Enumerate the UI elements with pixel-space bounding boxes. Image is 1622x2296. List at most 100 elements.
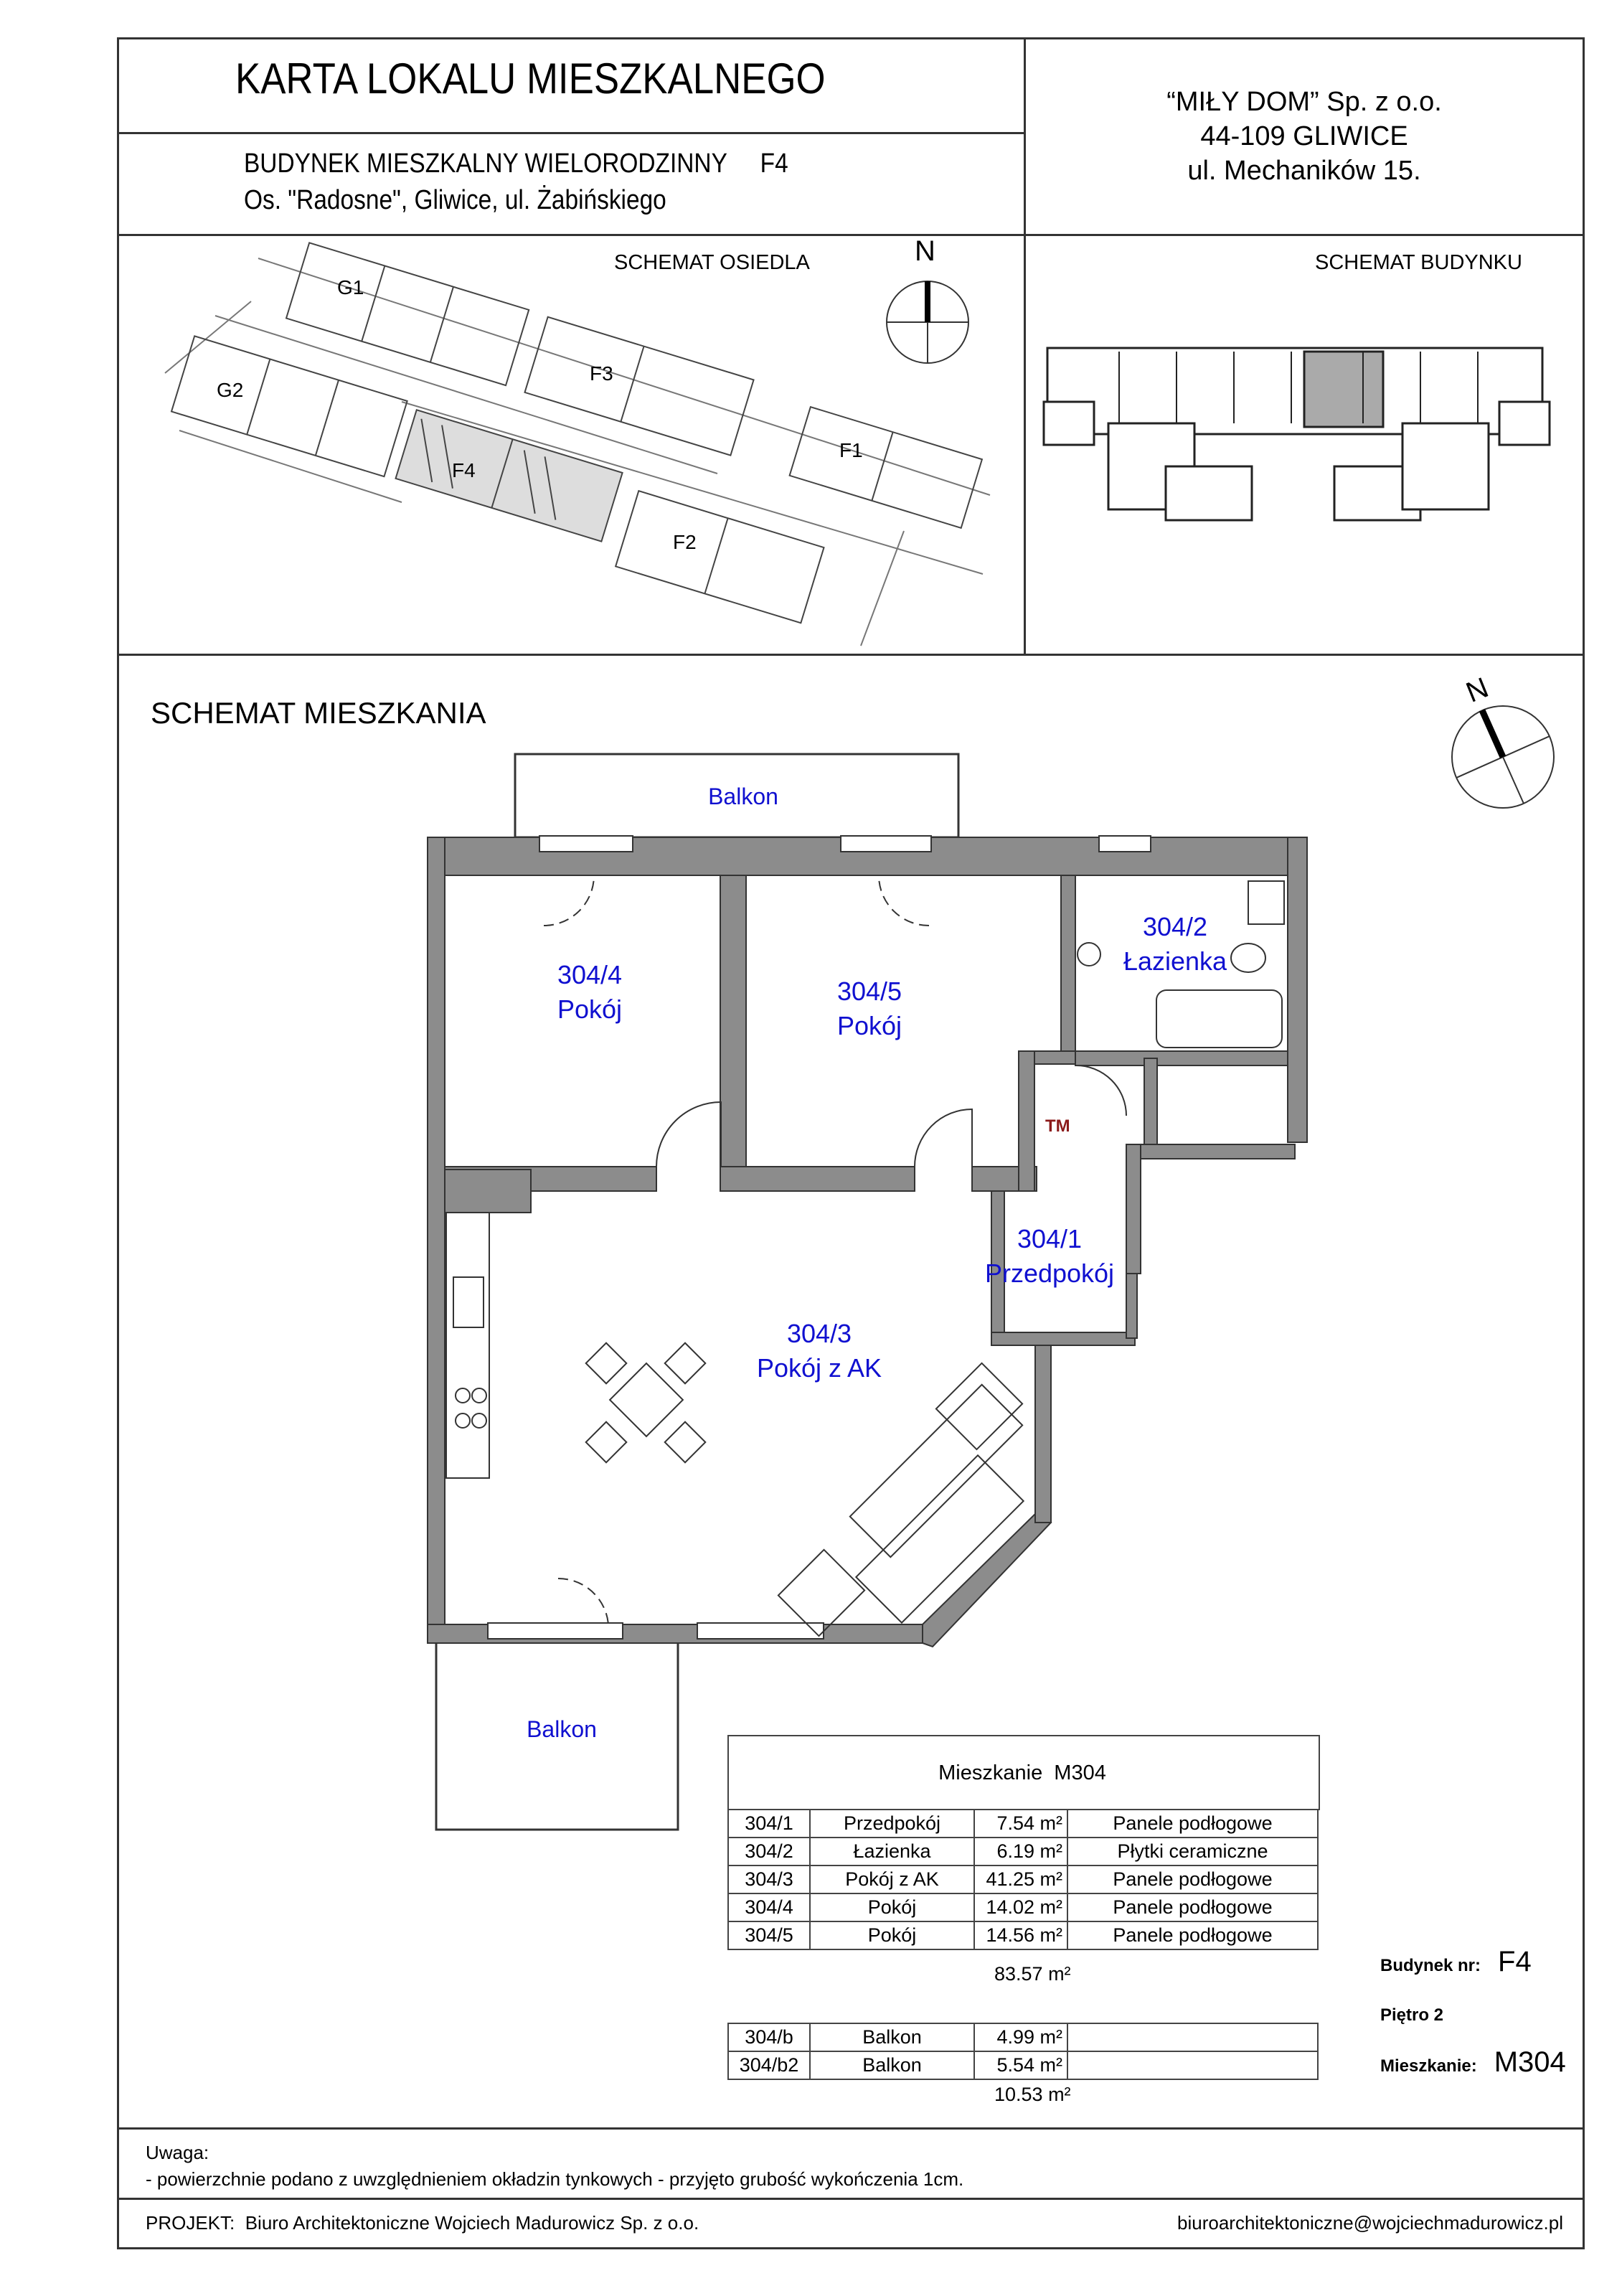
page-title-text: KARTA LOKALU MIESZKALNEGO bbox=[235, 55, 826, 103]
room-area-cell: 41.25 m² bbox=[973, 1865, 1068, 1894]
site-label-f1: F1 bbox=[839, 439, 863, 461]
room-id: 304/3 bbox=[786, 1319, 852, 1348]
company-block: “MIŁY DOM” Sp. z o.o. 44-109 GLIWICE ul.… bbox=[1166, 85, 1442, 188]
room-floor-cell: Panele podłogowe bbox=[1067, 1893, 1319, 1922]
apartment-compass-icon bbox=[1451, 705, 1555, 809]
room-name-cell: Przedpokój bbox=[809, 1809, 975, 1838]
room-floor-cell: Płytki ceramiczne bbox=[1067, 1837, 1319, 1866]
room-number-cell: 304/b bbox=[727, 2023, 811, 2052]
room-floor-cell: Panele podłogowe bbox=[1067, 1809, 1319, 1838]
frame-top bbox=[117, 37, 1585, 39]
room-area-cell: 6.19 m² bbox=[973, 1837, 1068, 1866]
room-name-cell: Balkon bbox=[809, 2051, 975, 2080]
room-name: Łazienka bbox=[1123, 946, 1227, 976]
room-name: Przedpokój bbox=[984, 1258, 1115, 1288]
room-label-304-4: 304/4 Pokój bbox=[557, 958, 622, 1027]
company-name: “MIŁY DOM” Sp. z o.o. bbox=[1166, 87, 1442, 117]
page-title: KARTA LOKALU MIESZKALNEGO bbox=[235, 54, 906, 103]
room-area-cell: 14.02 m² bbox=[973, 1893, 1068, 1922]
room-area-cell: 5.54 m² bbox=[973, 2051, 1068, 2080]
building-code: F4 bbox=[760, 149, 788, 179]
room-number-cell: 304/3 bbox=[727, 1865, 811, 1894]
area-table-header bbox=[727, 1735, 1320, 1810]
room-name-cell: Pokój bbox=[809, 1893, 975, 1922]
room-number-cell: 304/5 bbox=[727, 1921, 811, 1950]
frame-right bbox=[1583, 37, 1585, 2249]
room-number-cell: 304/2 bbox=[727, 1837, 811, 1866]
building-info-label: Budynek nr: bbox=[1380, 1956, 1481, 1975]
footer-email[interactable]: biuroarchitektoniczne@wojciechmadurowicz… bbox=[1177, 2212, 1563, 2234]
building-line: BUDYNEK MIESZKALNY WIELORODZINNY F4 bbox=[244, 149, 862, 179]
room-name-cell: Balkon bbox=[809, 2023, 975, 2052]
site-label-g2: G2 bbox=[217, 379, 244, 401]
floor-info: Piętro 2 bbox=[1380, 2005, 1444, 2025]
site-compass-icon bbox=[886, 281, 969, 364]
room-area-cell: 7.54 m² bbox=[973, 1809, 1068, 1838]
header-divider bbox=[117, 132, 1024, 134]
footer-top-line bbox=[117, 2198, 1585, 2200]
site-plan bbox=[164, 242, 991, 646]
building-info-value: F4 bbox=[1498, 1946, 1532, 1977]
room-id: 304/1 bbox=[1017, 1224, 1083, 1253]
header-column-divider bbox=[1024, 37, 1026, 654]
address-text: Os. "Radosne", Gliwice, ul. Żabińskiego bbox=[244, 185, 666, 215]
frame-left bbox=[117, 37, 119, 2249]
room-floor-cell bbox=[1067, 2023, 1319, 2052]
area-table-title: Mieszkanie M304 bbox=[938, 1761, 1106, 1784]
room-name: Pokój z AK bbox=[756, 1353, 882, 1383]
room-id: 304/5 bbox=[836, 977, 902, 1006]
site-label-f2: F2 bbox=[673, 531, 697, 553]
room-number-cell: 304/b2 bbox=[727, 2051, 811, 2080]
building-type: BUDYNEK MIESZKALNY WIELORODZINNY bbox=[244, 149, 727, 179]
notes-heading: Uwaga: bbox=[146, 2142, 209, 2163]
apartment-info-value: M304 bbox=[1494, 2046, 1566, 2078]
room-name-cell: Pokój bbox=[809, 1921, 975, 1950]
room-area-cell: 14.56 m² bbox=[973, 1921, 1068, 1950]
balcony-bottom-label: Balkon bbox=[527, 1716, 597, 1742]
apartment-plan bbox=[427, 753, 1308, 1831]
room-name: Pokój bbox=[836, 1011, 902, 1040]
room-label-304-3: 304/3 Pokój z AK bbox=[757, 1317, 882, 1385]
tm-label: TM bbox=[1045, 1116, 1070, 1136]
site-label-f4: F4 bbox=[452, 459, 476, 481]
room-name-cell: Łazienka bbox=[809, 1837, 975, 1866]
apartment-info-label: Mieszkanie: bbox=[1380, 2056, 1477, 2076]
room-floor-cell: Panele podłogowe bbox=[1067, 1865, 1319, 1894]
room-label-304-5: 304/5 Pokój bbox=[837, 974, 902, 1043]
building-plan bbox=[1042, 347, 1551, 522]
site-label-f3: F3 bbox=[590, 362, 613, 385]
balcony-total: 10.53 m² bbox=[994, 2084, 1071, 2105]
room-name-cell: Pokój z AK bbox=[809, 1865, 975, 1894]
balcony-top-label: Balkon bbox=[708, 784, 778, 809]
schemes-bottom-line bbox=[117, 654, 1585, 656]
building-info: Budynek nr: F4 bbox=[1380, 1946, 1532, 1978]
room-id: 304/4 bbox=[557, 960, 623, 989]
room-label-304-1: 304/1 Przedpokój bbox=[985, 1222, 1114, 1291]
room-number-cell: 304/4 bbox=[727, 1893, 811, 1922]
building-scheme-title: SCHEMAT BUDYNKU bbox=[1315, 251, 1522, 274]
company-street: ul. Mechaników 15. bbox=[1187, 156, 1421, 186]
room-floor-cell: Panele podłogowe bbox=[1067, 1921, 1319, 1950]
room-floor-cell bbox=[1067, 2051, 1319, 2080]
room-id: 304/2 bbox=[1142, 912, 1208, 941]
apartment-info: Mieszkanie: M304 bbox=[1380, 2046, 1566, 2079]
site-scheme-title: SCHEMAT OSIEDLA bbox=[614, 251, 810, 274]
notes-text: - powierzchnie podano z uwzględnieniem o… bbox=[146, 2168, 964, 2190]
company-city: 44-109 GLIWICE bbox=[1200, 121, 1408, 151]
site-label-g1: G1 bbox=[337, 276, 364, 298]
room-area-cell: 4.99 m² bbox=[973, 2023, 1068, 2052]
frame-bottom bbox=[117, 2247, 1585, 2249]
apartment-scheme-title: SCHEMAT MIESZKANIA bbox=[151, 696, 486, 730]
area-total: 83.57 m² bbox=[994, 1963, 1071, 1985]
notes-top-line bbox=[117, 2127, 1585, 2130]
address-line: Os. "Radosne", Gliwice, ul. Żabińskiego bbox=[244, 185, 724, 216]
